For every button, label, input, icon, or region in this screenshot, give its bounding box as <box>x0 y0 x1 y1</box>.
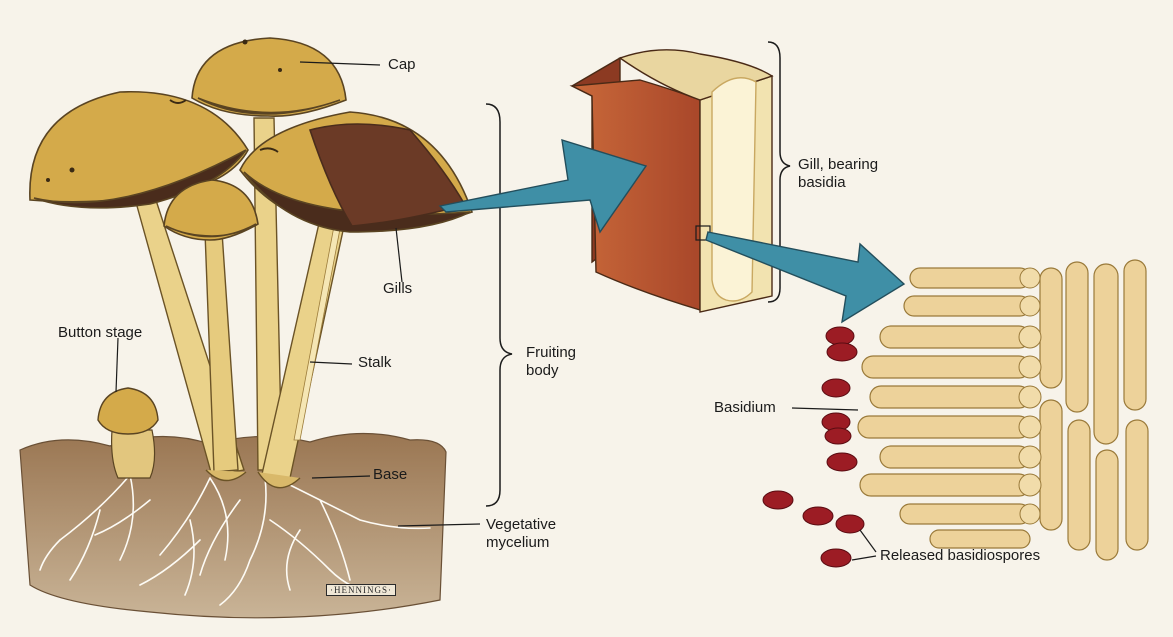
label-base: Base <box>373 466 408 483</box>
artist-signature: ·HENNINGS· <box>326 584 396 596</box>
vegetative-mycelium <box>39 474 431 606</box>
label-vegetative-mycelium-line2: mycelium <box>486 534 550 551</box>
stalks <box>131 117 357 489</box>
label-fruiting-body-line1: Fruiting <box>526 344 577 361</box>
label-released-basidiospores: Released basidiospores <box>880 547 1041 564</box>
label-gills: Gills <box>383 280 413 297</box>
label-gill-bearing-basidia-line2: basidia <box>798 174 846 191</box>
label-gill-bearing-basidia: Gill, bearing basidia <box>798 156 878 192</box>
gill-bracket <box>767 41 791 303</box>
label-vegetative-mycelium-line1: Vegetative <box>486 516 557 533</box>
arrow-to-basidia <box>705 231 906 324</box>
caps <box>29 37 474 241</box>
label-stalk: Stalk <box>358 354 392 371</box>
left-leader-lines <box>115 61 481 527</box>
cap-spots <box>46 39 282 182</box>
label-vegetative-mycelium: Vegetative mycelium <box>486 516 556 552</box>
arrow-to-gill <box>438 139 648 234</box>
label-fruiting-body-line2: body <box>526 362 559 379</box>
label-basidium: Basidium <box>714 399 776 416</box>
button-stage-mushroom <box>97 387 159 479</box>
label-gill-bearing-basidia-line1: Gill, bearing <box>798 156 879 173</box>
right-leader-lines <box>791 407 877 561</box>
basidia-cluster <box>857 259 1149 561</box>
fruiting-body-bracket <box>485 103 513 507</box>
basidia-knobs <box>1018 267 1042 525</box>
label-button-stage: Button stage <box>58 324 143 341</box>
spores-released <box>762 490 865 568</box>
label-fruiting-body: Fruiting body <box>526 344 576 380</box>
spores-attached <box>821 326 858 472</box>
label-cap: Cap <box>388 56 416 73</box>
